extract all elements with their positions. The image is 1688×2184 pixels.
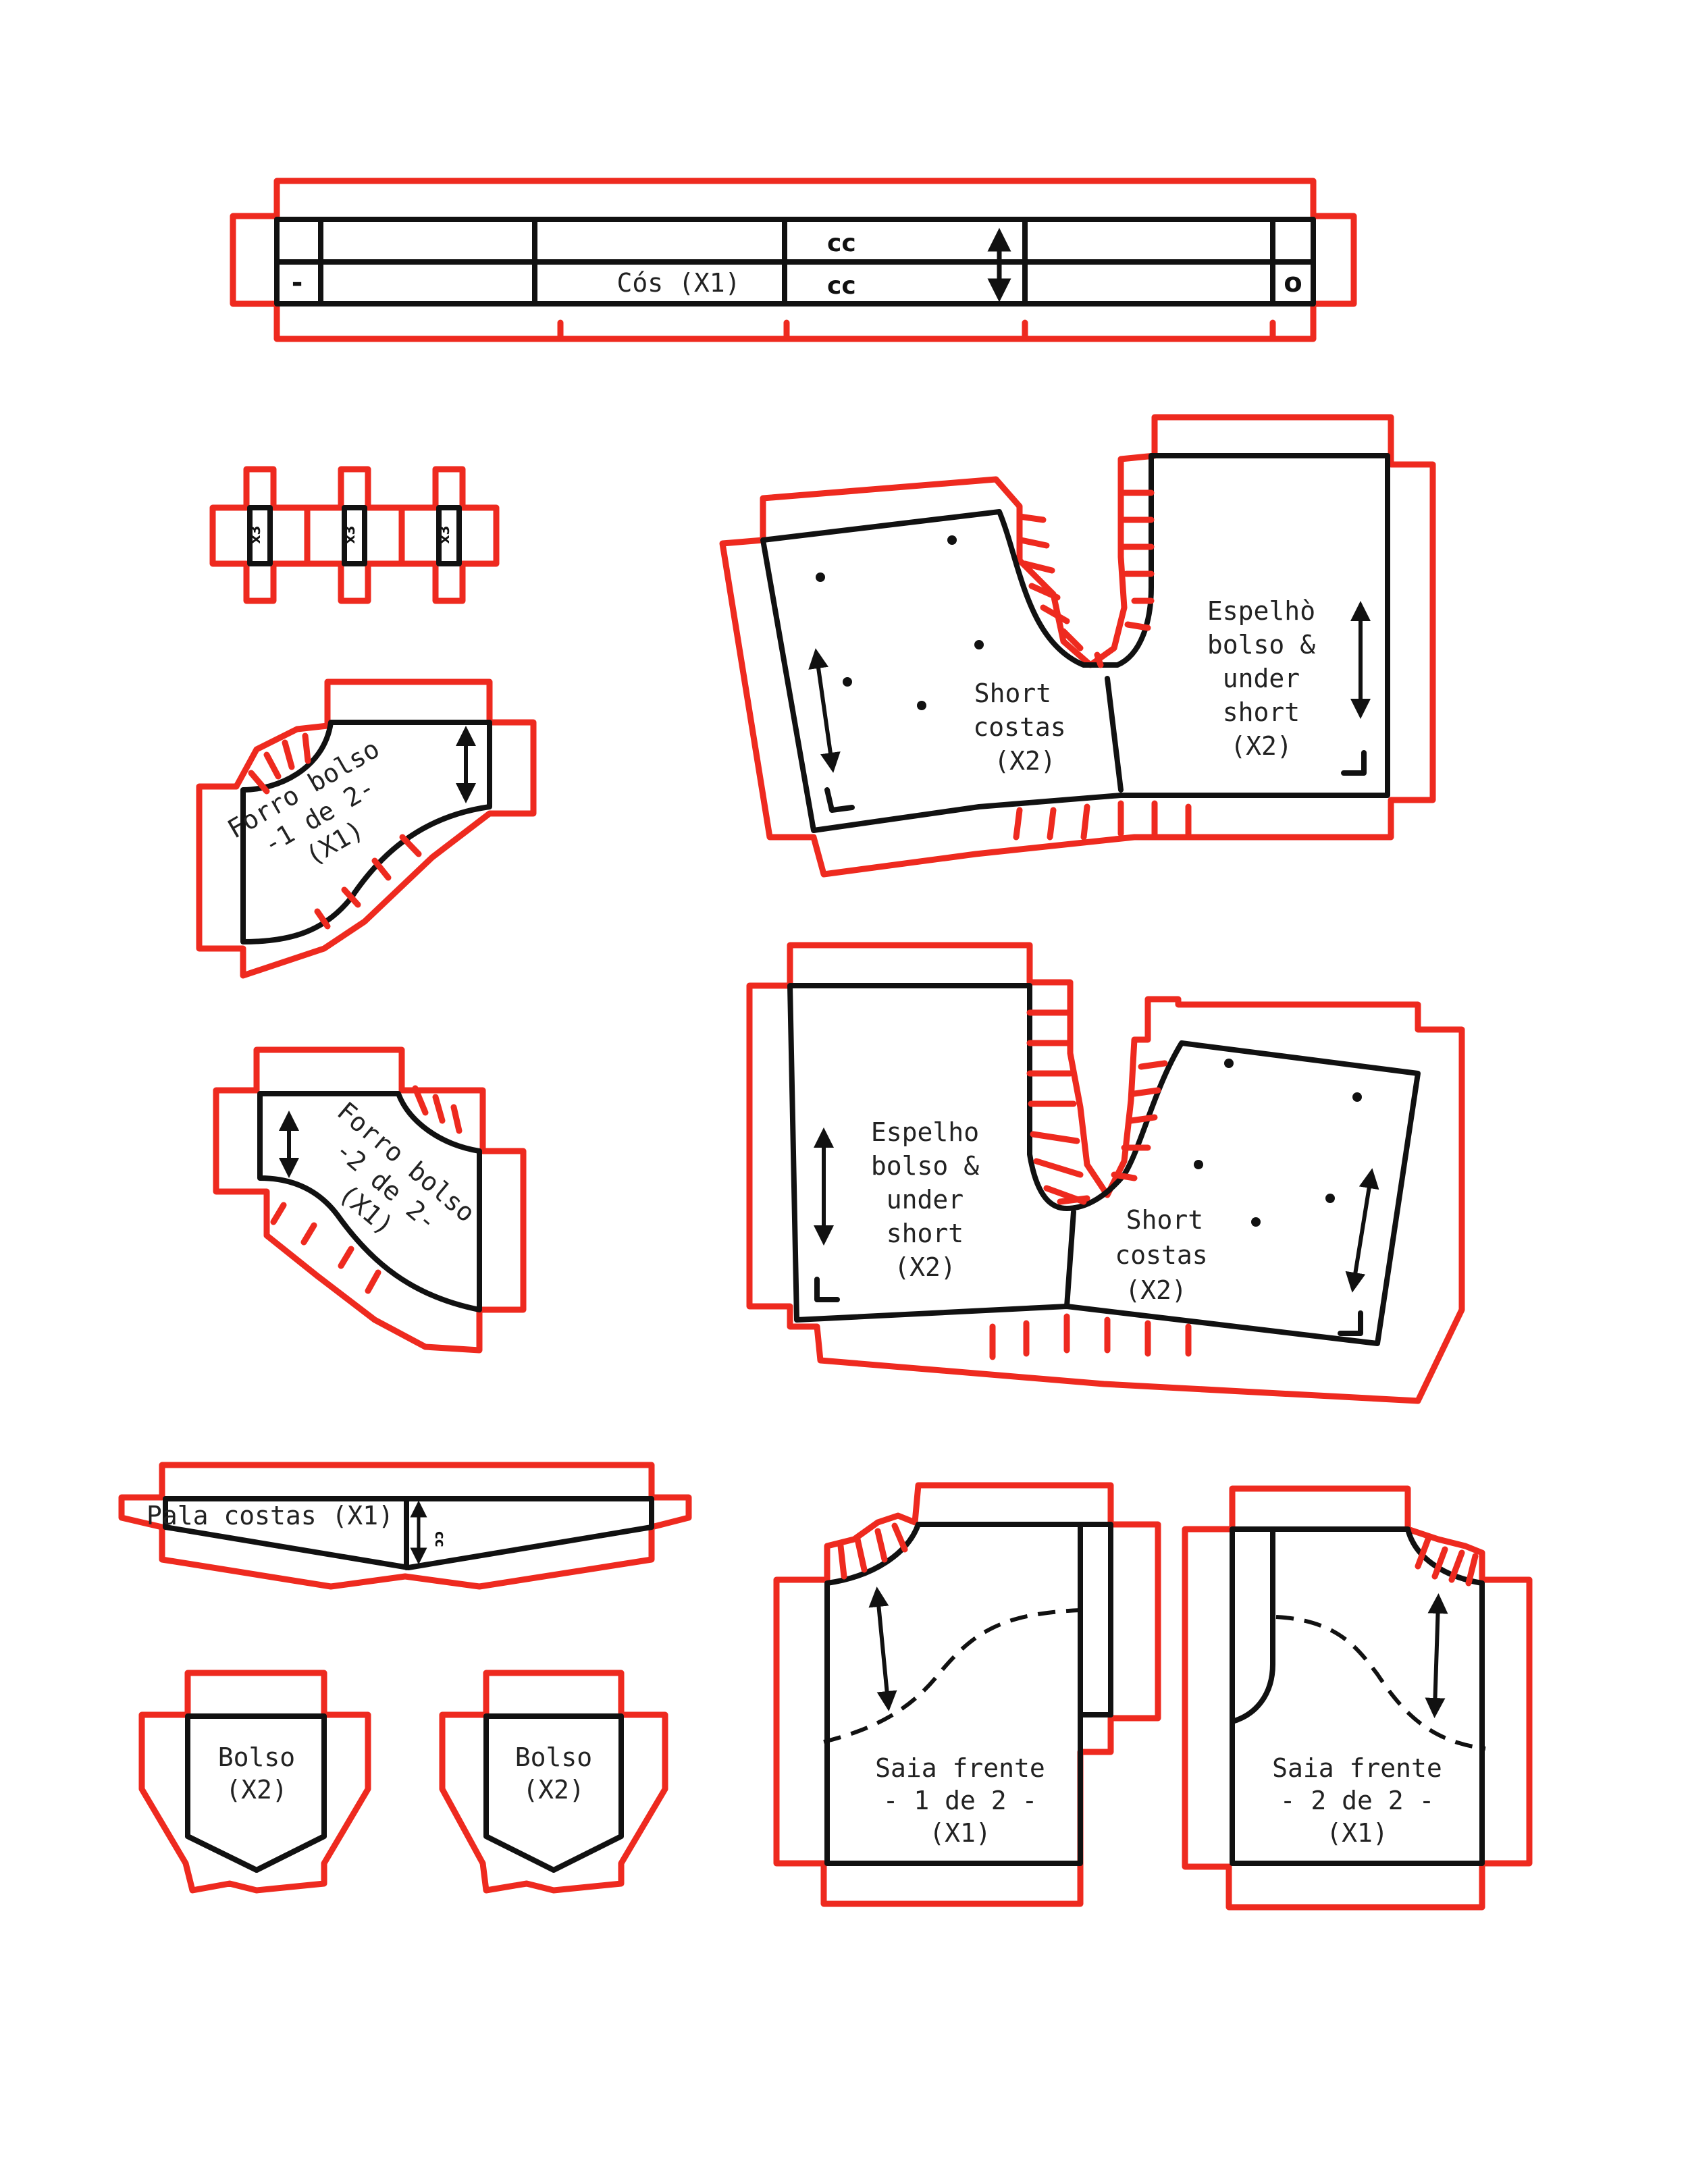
saia-frente-2-allowance	[1182, 1485, 1533, 1911]
short-costas-b-clips	[989, 1009, 1192, 1360]
short-costas-b-cut-line	[787, 983, 1421, 1346]
cos-mark-cc-bottom: cc	[827, 272, 856, 300]
piece-pala-costas[interactable]: Pala costas (X1) cc	[118, 1462, 692, 1590]
forro-bolso-2-clips	[270, 1085, 463, 1294]
saia-frente-2-clips	[1415, 1536, 1479, 1587]
saia-frente-2-pocket-line	[1275, 1615, 1486, 1751]
bolso-2-cut-line	[483, 1713, 624, 1873]
saia-frente-1-cut-line	[824, 1522, 1113, 1866]
saia-frente-2-label-line3: (X1)	[1326, 1818, 1388, 1848]
pala-costas-allowance	[118, 1462, 692, 1590]
passante-3-cut-line	[436, 505, 462, 566]
passante-2-cut-line	[342, 505, 367, 566]
piece-forro-bolso-1[interactable]: Forro bolso -1 de 2- (X1)	[196, 678, 537, 979]
saia-frente-1-label-line3: (X1)	[929, 1818, 991, 1848]
short-costas-a-divider	[1105, 676, 1124, 793]
espelho-b-corner	[814, 1277, 840, 1302]
forro-bolso-1-clips	[248, 733, 422, 930]
espelho-a-label-line4: short	[1223, 697, 1300, 727]
piece-bolso-2[interactable]: Bolso (X2)	[439, 1670, 668, 1894]
espelho-a-corner	[1341, 750, 1367, 776]
piece-group-short-costas-a[interactable]: Short costas (X2) Espelhò bolso & under …	[719, 414, 1436, 878]
saia-frente-2-grainline	[1425, 1593, 1448, 1718]
bolso-1-label-line2: (X2)	[226, 1775, 288, 1805]
short-costas-a-clips	[1013, 489, 1192, 841]
short-costas-b-label-line3: (X2)	[1125, 1275, 1187, 1305]
cos-notches	[557, 319, 1276, 342]
pala-costas-cut-line	[163, 1496, 654, 1570]
passante-2-allowance	[304, 466, 405, 604]
forro-bolso-2-cut-line	[257, 1091, 482, 1312]
passante-1-cut-line	[247, 505, 273, 566]
piece-cos[interactable]: Cós (X1) cc cc - o	[230, 178, 1357, 342]
cos-seam-allowance	[230, 178, 1357, 342]
cos-cut-line	[274, 217, 1316, 307]
espelho-b-label-line3: under	[887, 1185, 964, 1215]
short-costas-a-label-line3: (X2)	[994, 746, 1056, 776]
espelho-a-label-line3: under	[1223, 664, 1300, 693]
saia-frente-1-label-line1: Saia frente	[875, 1753, 1045, 1783]
espelho-a-label-line1: Espelhò	[1207, 596, 1315, 626]
espelho-a-label-line2: bolso &	[1207, 630, 1315, 660]
short-costas-b-grainline	[1345, 1168, 1379, 1293]
cos-mark-dash: -	[292, 267, 303, 298]
forro-bolso-1-cut-line	[240, 720, 492, 944]
short-costas-b-label-line1: Short	[1126, 1205, 1203, 1235]
espelho-b-label-line2: bolso &	[871, 1151, 979, 1181]
short-costas-b-darts	[1194, 1059, 1362, 1227]
saia-frente-1-allowance	[773, 1482, 1161, 1907]
espelho-b-label-line4: short	[887, 1219, 964, 1248]
short-costas-b-label-line2: costas	[1115, 1240, 1207, 1270]
saia-frente-2-facing	[1230, 1526, 1275, 1724]
saia-frente-2-label-line2: - 2 de 2 -	[1280, 1786, 1435, 1815]
cos-label: Cós (X1)	[616, 268, 740, 298]
forro-bolso-2-allowance	[213, 1046, 527, 1354]
bolso-1-fold	[185, 1834, 327, 1873]
piece-saia-frente-1[interactable]: Saia frente - 1 de 2 - (X1)	[773, 1482, 1161, 1907]
passante-3-allowance	[398, 466, 500, 604]
saia-frente-1-grainline	[868, 1587, 897, 1711]
short-costas-b-divider	[1064, 1209, 1076, 1309]
bolso-1-label-line1: Bolso	[218, 1742, 295, 1772]
bolso-2-label-line2: (X2)	[523, 1775, 585, 1805]
pala-costas-mark-cc: cc	[432, 1531, 448, 1547]
cos-mark-cc-top: cc	[827, 230, 856, 257]
piece-group-short-costas-b[interactable]: Espelho bolso & under short (X2) Short c…	[746, 942, 1465, 1404]
piece-forro-bolso-2[interactable]: Forro bolso -2 de 2- (X1)	[213, 1046, 527, 1354]
short-costas-a-grainline	[808, 648, 841, 773]
short-costas-b-allowance	[746, 942, 1465, 1404]
piece-saia-frente-2[interactable]: Saia frente - 2 de 2 - (X1)	[1182, 1485, 1533, 1911]
short-costas-a-corner	[824, 787, 855, 813]
espelho-b-label-line5: (X2)	[894, 1252, 956, 1282]
cos-mark-circle: o	[1284, 267, 1302, 298]
espelho-b-label-line1: Espelho	[871, 1117, 979, 1147]
short-costas-a-label-line1: Short	[974, 678, 1051, 708]
pala-costas-label: Pala costas (X1)	[147, 1501, 394, 1530]
passante-3-mark: x3	[436, 526, 452, 544]
saia-frente-1-clips	[837, 1522, 908, 1580]
forro-bolso-1-allowance	[196, 678, 537, 979]
espelho-a-label-line5: (X2)	[1230, 731, 1292, 761]
saia-frente-2-label-line1: Saia frente	[1272, 1753, 1442, 1783]
piece-passantes[interactable]: x3 x3 x3	[209, 466, 500, 604]
short-costas-b-corner	[1338, 1310, 1363, 1336]
short-costas-a-darts	[816, 535, 984, 710]
saia-frente-1-label-line2: - 1 de 2 -	[883, 1786, 1038, 1815]
saia-frente-1-pocket-line	[823, 1608, 1081, 1744]
passante-1-mark: x3	[247, 526, 263, 544]
passante-1-allowance	[209, 466, 311, 604]
short-costas-a-allowance	[719, 414, 1436, 878]
bolso-2-label-line1: Bolso	[515, 1742, 592, 1772]
bolso-2-allowance	[439, 1670, 668, 1894]
short-costas-a-label-line2: costas	[973, 712, 1065, 742]
passante-2-mark: x3	[342, 526, 358, 544]
piece-bolso-1[interactable]: Bolso (X2)	[138, 1670, 371, 1894]
bolso-1-allowance	[138, 1670, 371, 1894]
